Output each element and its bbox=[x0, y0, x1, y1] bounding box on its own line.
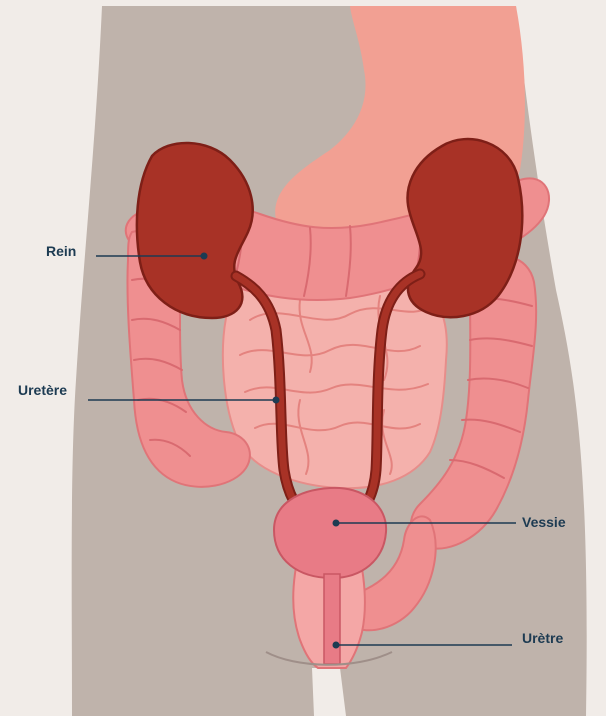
label-rein: Rein bbox=[46, 243, 76, 259]
leader-dot-vessie bbox=[333, 520, 340, 527]
urethra bbox=[324, 574, 340, 664]
left-kidney bbox=[137, 143, 253, 318]
leader-dot-rein bbox=[201, 253, 208, 260]
leader-dot-uretere bbox=[273, 397, 280, 404]
leader-dot-uretre bbox=[333, 642, 340, 649]
bladder bbox=[274, 488, 386, 578]
label-uretere: Uretère bbox=[18, 382, 67, 398]
label-vessie: Vessie bbox=[522, 514, 566, 530]
label-uretre: Urètre bbox=[522, 630, 563, 646]
